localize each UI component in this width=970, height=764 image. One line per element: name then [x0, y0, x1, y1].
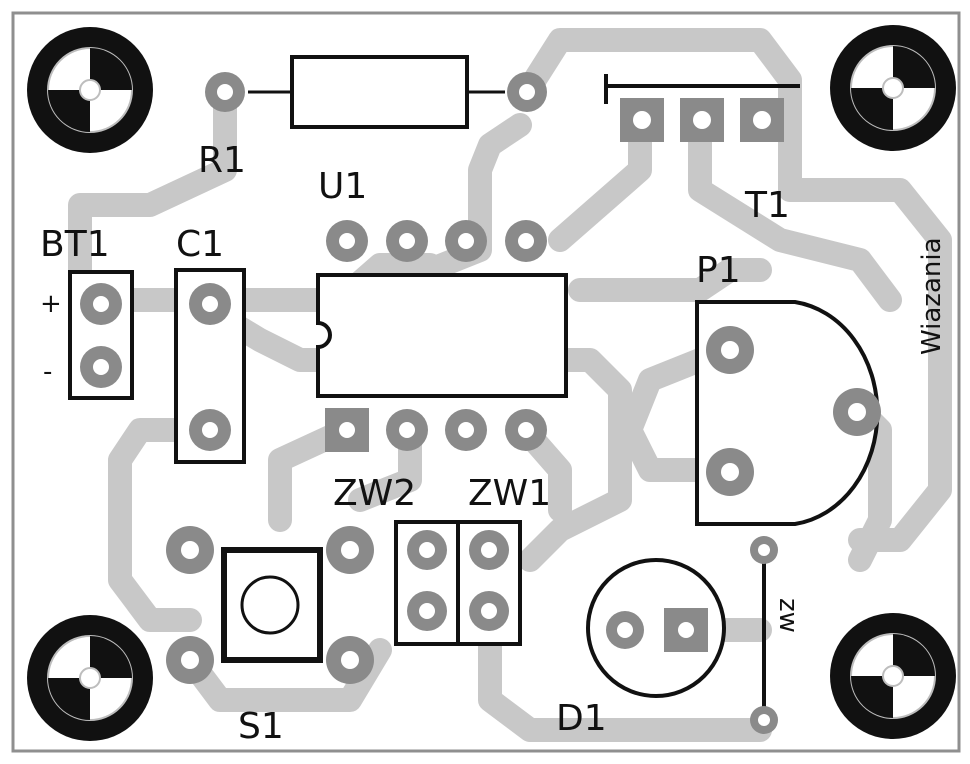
- jumper-zw2: [394, 520, 460, 646]
- wiazania-label: Wiazania: [917, 237, 947, 355]
- r1-label: R1: [198, 140, 246, 181]
- mounting-hole-icon: [830, 25, 956, 151]
- t1-label: T1: [744, 185, 790, 226]
- switch-s1: [166, 526, 374, 684]
- potentiometer-p1: [695, 300, 881, 526]
- battery-connector-bt1: [68, 270, 134, 400]
- bt1-label: BT1: [40, 224, 110, 265]
- trace: [568, 258, 772, 302]
- trace: [198, 298, 632, 572]
- minus-sign: -: [43, 357, 52, 387]
- s1-label: S1: [238, 706, 284, 747]
- plus-sign: +: [40, 289, 62, 319]
- mounting-hole-icon: [27, 27, 153, 153]
- wire-jumper-zw: [750, 536, 778, 734]
- trace: [688, 108, 902, 312]
- p1-label: P1: [696, 250, 741, 291]
- c1-label: C1: [176, 224, 224, 265]
- transistor-t1: [604, 74, 800, 142]
- ic-u1: [316, 220, 568, 452]
- d1-label: D1: [556, 698, 607, 739]
- zw1-label: ZW1: [468, 473, 551, 514]
- trace: [478, 628, 772, 742]
- zw2-label: ZW2: [333, 473, 416, 514]
- mounting-hole-icon: [27, 615, 153, 741]
- trace: [108, 418, 222, 632]
- jumper-zw1: [456, 520, 522, 646]
- led-d1: [586, 558, 726, 698]
- trace: [618, 348, 752, 482]
- mounting-hole-icon: [830, 613, 956, 739]
- trace: [515, 28, 952, 552]
- zw-wire-label: zw: [773, 598, 803, 633]
- capacitor-c1: [174, 268, 246, 464]
- trace: [68, 80, 237, 312]
- trace: [268, 418, 357, 532]
- resistor-r1: [205, 55, 547, 129]
- u1-label: U1: [318, 166, 367, 207]
